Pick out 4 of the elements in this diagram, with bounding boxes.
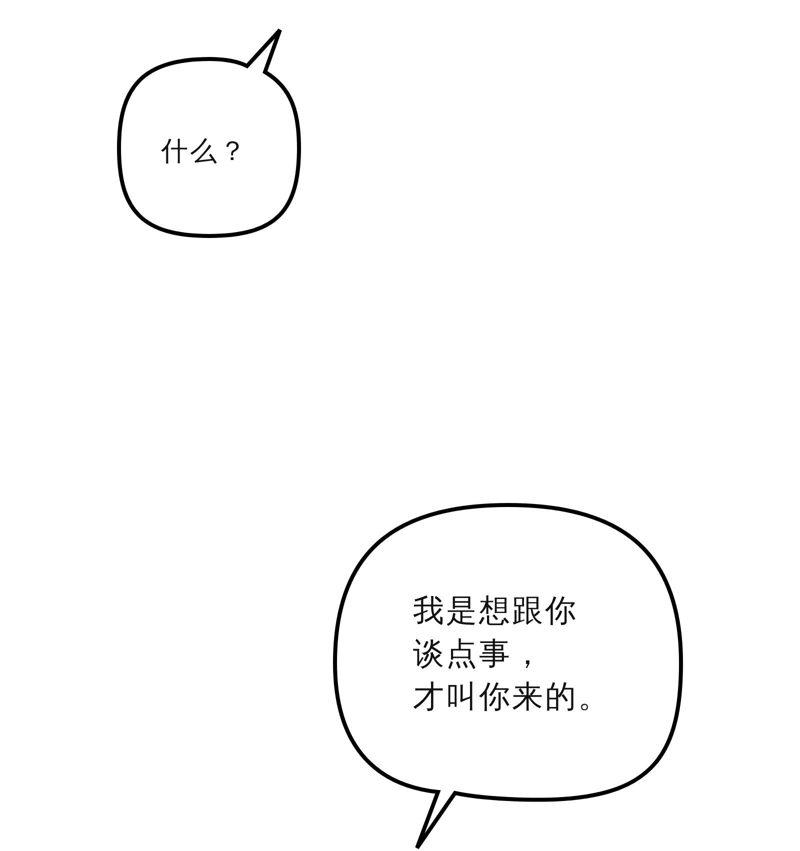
- speech-text: 什么？: [161, 135, 248, 169]
- speech-text: 我是想跟你谈点事，才叫你来的。: [413, 592, 611, 717]
- speech-bubble: [117, 28, 303, 240]
- speech-bubble: [333, 503, 685, 851]
